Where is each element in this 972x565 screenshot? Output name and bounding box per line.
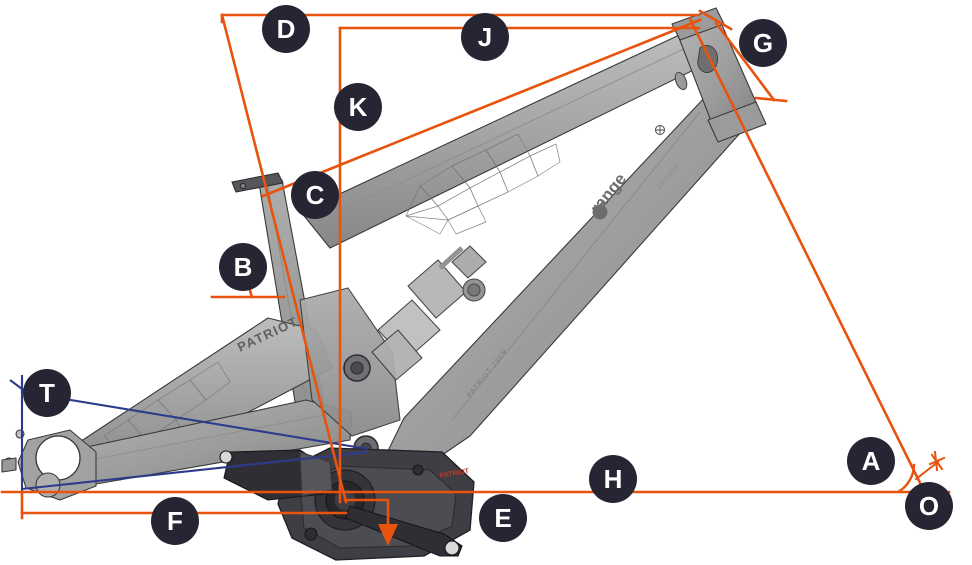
badge-E-label: E — [494, 502, 512, 533]
badge-T-label: T — [39, 377, 55, 408]
origin-star-marker — [914, 450, 946, 481]
dim-line-seat-tube-axis — [220, 13, 348, 504]
badge-G[interactable]: G — [739, 19, 787, 67]
rear-shock — [371, 245, 487, 381]
badge-C-label: C — [305, 179, 325, 210]
badge-H[interactable]: H — [589, 455, 637, 503]
badge-F-label: F — [167, 505, 183, 536]
badge-E[interactable]: E — [479, 494, 527, 542]
head-tube-bottom-cup — [707, 101, 767, 143]
dim-tick-G-top — [698, 9, 733, 31]
dim-tick-G-bottom — [754, 96, 788, 103]
badge-G-label: G — [752, 27, 774, 58]
bb-drop-arrowhead — [378, 524, 398, 546]
downtube-hole — [674, 71, 688, 91]
angle-arc-A — [896, 463, 916, 494]
t-line-upper — [21, 390, 369, 451]
badge-K[interactable]: K — [334, 83, 382, 131]
badge-O[interactable]: O — [905, 482, 953, 530]
badge-D[interactable]: D — [262, 5, 310, 53]
badge-A-label: A — [861, 445, 881, 476]
rear-axle — [35, 435, 81, 481]
badge-O-label: O — [918, 490, 940, 521]
badge-C[interactable]: C — [291, 171, 339, 219]
badge-F[interactable]: F — [151, 497, 199, 545]
crank-arm — [345, 505, 463, 557]
dim-line-G — [714, 21, 776, 102]
badge-A[interactable]: A — [847, 437, 895, 485]
t-line-lower — [21, 450, 369, 491]
dim-line-E — [343, 498, 390, 526]
badge-D-label: D — [276, 13, 296, 44]
badge-B-label: B — [233, 251, 253, 282]
frame-illustration: PATRIOT — [1, 7, 767, 561]
badge-J-label: J — [477, 21, 493, 52]
badge-T[interactable]: T — [23, 369, 71, 417]
badge-J[interactable]: J — [461, 13, 509, 61]
badge-K-label: K — [348, 91, 368, 122]
dim-line-fork-axis — [688, 17, 933, 507]
badge-H-label: H — [603, 463, 623, 494]
dim-line-C — [261, 18, 702, 198]
badge-B[interactable]: B — [219, 243, 267, 291]
blue-measure-lines — [9, 375, 369, 498]
